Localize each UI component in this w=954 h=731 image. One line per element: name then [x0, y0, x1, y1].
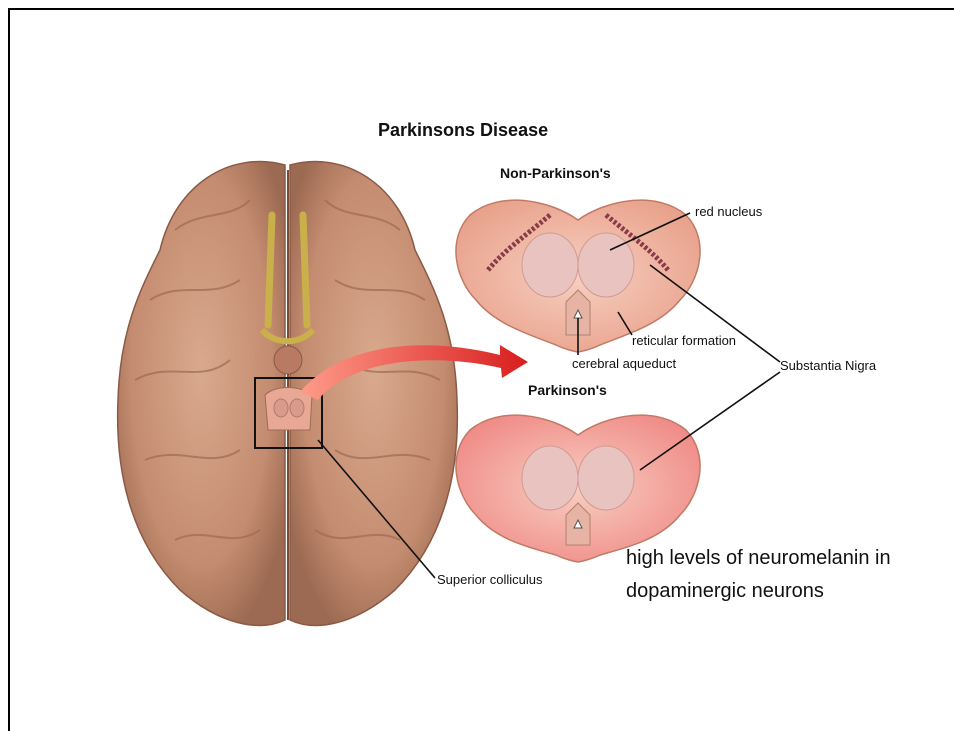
note-line-2: dopaminergic neurons — [626, 580, 824, 603]
label-superior-colliculus: Superior colliculus — [437, 572, 543, 587]
note-line-1: high levels of neuromelanin in — [626, 547, 891, 570]
non-parkinsons-heading: Non-Parkinson's — [500, 165, 611, 181]
label-reticular-formation: reticular formation — [632, 333, 736, 348]
parkinsons-heading: Parkinson's — [528, 382, 607, 398]
label-cerebral-aqueduct: cerebral aqueduct — [572, 356, 676, 371]
parkinsons-section — [456, 415, 700, 562]
page-title: Parkinsons Disease — [378, 120, 548, 141]
brain-illustration — [118, 162, 458, 626]
label-substantia-nigra: Substantia Nigra — [780, 358, 876, 373]
label-red-nucleus: red nucleus — [695, 204, 762, 219]
